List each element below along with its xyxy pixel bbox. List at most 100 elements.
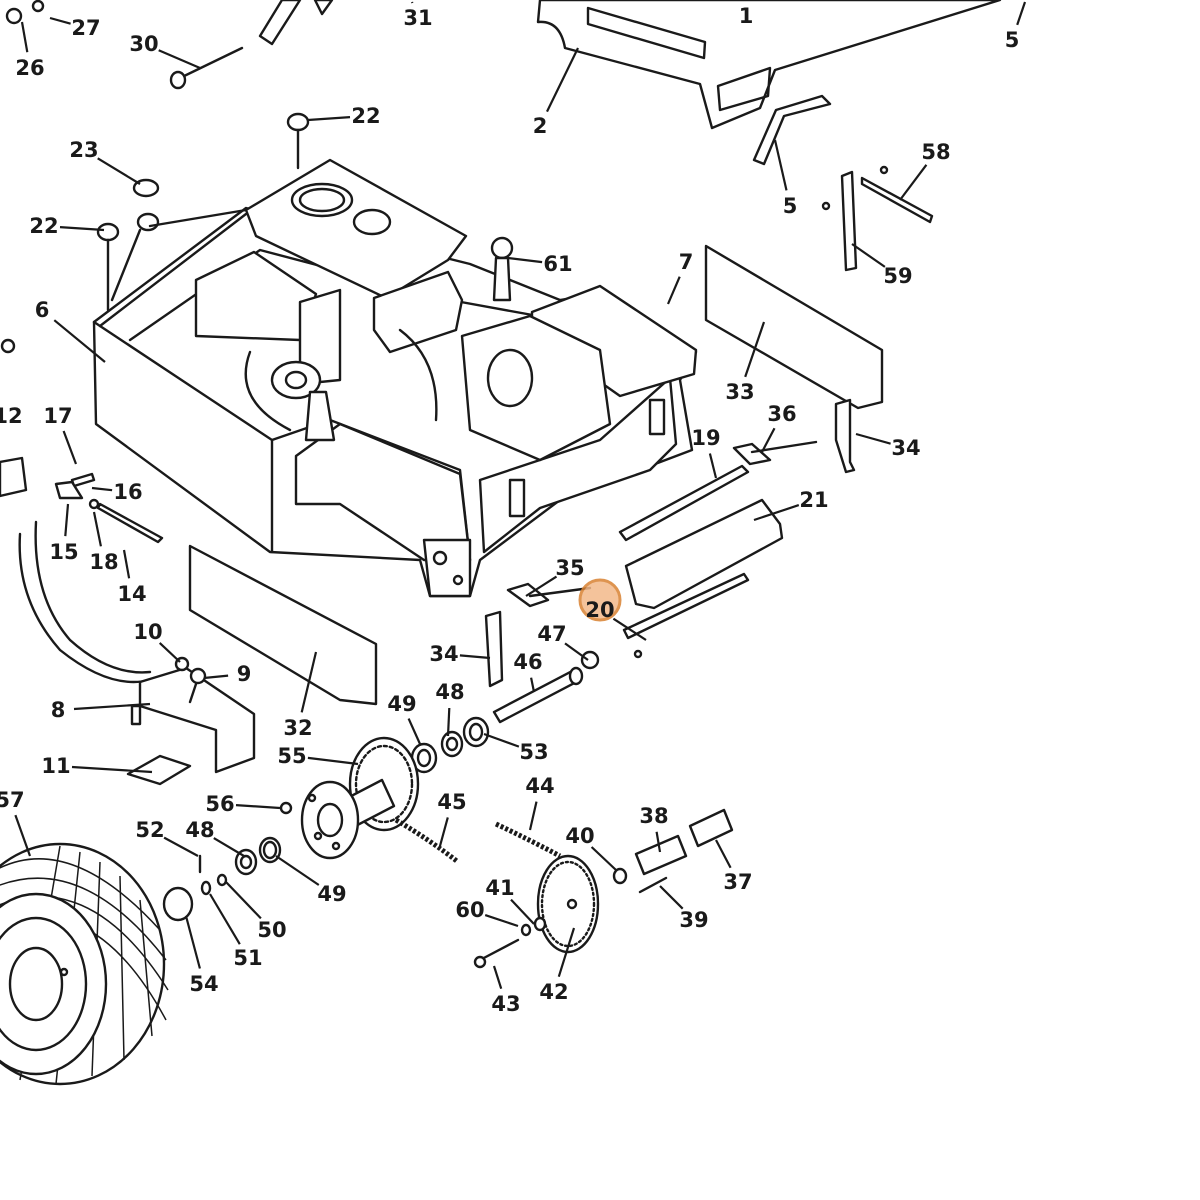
leader-line-52 (163, 836, 199, 857)
leader-line-19 (708, 453, 718, 479)
leader-line-47 (564, 642, 589, 661)
leader-line-22a (307, 116, 351, 122)
callout-11: 11 (41, 754, 70, 778)
body-panel (536, 0, 1002, 130)
callout-60: 60 (455, 898, 484, 922)
leader-line-26 (20, 21, 29, 53)
washers-26-27 (5, 0, 45, 25)
callout-17: 17 (43, 404, 72, 428)
callout-41: 41 (485, 876, 514, 900)
callout-49b: 49 (317, 882, 346, 906)
leader-line-55 (307, 756, 359, 766)
leader-line-38 (655, 831, 662, 853)
brackets-19-21 (618, 464, 784, 659)
leader-line-15 (64, 503, 70, 537)
callout-55: 55 (277, 744, 306, 768)
callout-33: 33 (725, 380, 754, 404)
callout-36: 36 (767, 402, 796, 426)
leader-line-5a (1016, 1, 1027, 26)
callout-43: 43 (491, 992, 520, 1016)
leader-line-17 (62, 430, 78, 465)
bolts-small (473, 867, 668, 969)
bracket-31 (258, 0, 334, 46)
leader-line-16 (91, 486, 113, 492)
leader-line-39 (659, 885, 684, 910)
leader-line-60 (484, 914, 519, 928)
callout-20[interactable]: 20 (585, 598, 614, 622)
callout-2: 2 (533, 114, 548, 138)
bearings (410, 716, 490, 774)
linkage-parts (0, 338, 164, 544)
callout-42: 42 (539, 980, 568, 1004)
brackets-37-38 (634, 808, 734, 876)
callout-34a: 34 (891, 436, 920, 460)
callout-14: 14 (117, 582, 146, 606)
callout-52: 52 (135, 818, 164, 842)
sprocket-42 (536, 854, 600, 954)
callout-9: 9 (237, 662, 252, 686)
leader-line-22b (59, 226, 105, 232)
callout-18: 18 (89, 550, 118, 574)
leader-line-9 (203, 674, 229, 680)
leader-line-10 (158, 642, 181, 663)
chains (394, 817, 562, 864)
engine (194, 158, 468, 442)
callout-48b: 48 (185, 818, 214, 842)
callout-19: 19 (691, 426, 720, 450)
callout-32: 32 (283, 716, 312, 740)
control-lever (126, 656, 256, 786)
strap-5 (752, 94, 832, 166)
bracket-34-right (834, 398, 856, 474)
leader-line-7 (666, 276, 681, 305)
callout-39: 39 (679, 908, 708, 932)
callout-59: 59 (883, 264, 912, 288)
leader-line-48b (213, 837, 245, 857)
leader-line-27 (49, 16, 71, 25)
leader-line-57 (14, 814, 32, 857)
callout-26: 26 (15, 56, 44, 80)
leader-line-44 (528, 801, 538, 831)
leader-line-33 (744, 321, 766, 378)
leader-line-21 (753, 504, 800, 522)
callout-51: 51 (233, 946, 262, 970)
leader-line-42 (557, 927, 576, 978)
leader-line-36 (761, 427, 776, 453)
callout-34b: 34 (429, 642, 458, 666)
side-panel-32 (188, 544, 378, 706)
callout-7: 7 (679, 250, 694, 274)
leader-line-8 (73, 702, 151, 711)
leader-line-58 (899, 164, 928, 201)
leader-line-59 (851, 243, 886, 268)
leader-line-6 (53, 319, 106, 363)
axle-46 (492, 650, 600, 724)
chassis-frame (92, 206, 698, 598)
leader-line-32 (300, 651, 318, 713)
leader-line-11 (71, 765, 153, 774)
callout-40: 40 (565, 824, 594, 848)
callout-48a: 48 (435, 680, 464, 704)
callout-45: 45 (437, 790, 466, 814)
callout-54: 54 (189, 972, 218, 996)
bolt-30 (169, 46, 244, 90)
callout-22b: 22 (29, 214, 58, 238)
leader-line-34b (459, 654, 491, 660)
leader-line-14 (122, 549, 131, 579)
callout-44: 44 (525, 774, 554, 798)
callout-30: 30 (129, 32, 158, 56)
callout-46: 46 (513, 650, 542, 674)
callout-50: 50 (257, 918, 286, 942)
leader-line-61 (507, 256, 543, 264)
callout-5a: 5 (1005, 28, 1020, 52)
leader-line-34a (855, 432, 891, 445)
callout-21: 21 (799, 488, 828, 512)
tire-57 (0, 842, 169, 1086)
callout-57: 57 (0, 788, 25, 812)
callout-47: 47 (537, 622, 566, 646)
leader-line-46 (530, 677, 536, 693)
leader-line-53 (483, 732, 520, 748)
leader-line-51 (209, 893, 241, 945)
leader-line-30 (158, 49, 201, 70)
leader-line-2 (546, 47, 579, 113)
